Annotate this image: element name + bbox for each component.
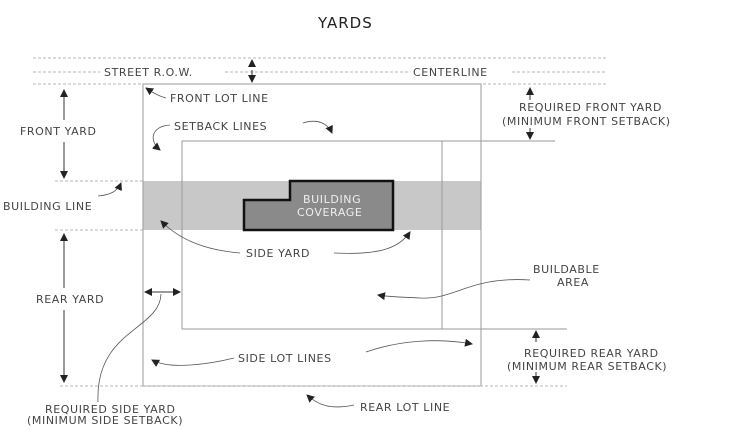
rear-yard-label: REAR YARD: [36, 293, 104, 306]
side-yard-leader: [160, 220, 241, 254]
coverage-label: COVERAGE: [297, 206, 362, 219]
diagram-title: YARDS: [317, 14, 373, 32]
minimum-rear-setback-label: (MINIMUM REAR SETBACK): [507, 360, 667, 373]
building-footprint: [242, 179, 395, 232]
setback-lines: [181, 140, 443, 330]
minimum-front-setback-label: (MINIMUM FRONT SETBACK): [502, 115, 671, 128]
front-lot-line-leader: [145, 87, 167, 99]
required-side-yard-label: REQUIRED SIDE YARD: [45, 403, 176, 416]
front-yard-label: FRONT YARD: [20, 125, 97, 138]
building-line-leader: [97, 182, 122, 197]
setback-leader: [152, 124, 171, 151]
side-yard-leader: [97, 293, 162, 403]
side-yard-label: SIDE YARD: [246, 247, 310, 260]
setback-leader: [302, 120, 333, 134]
side-lot-leader: [151, 357, 235, 367]
required-rear-yard-label: REQUIRED REAR YARD: [524, 347, 659, 360]
rear-lot-line-leader: [306, 394, 355, 408]
centerline-label: CENTERLINE: [413, 66, 488, 79]
front-lot-line-label: FRONT LOT LINE: [170, 92, 269, 105]
side-lot-lines-label: SIDE LOT LINES: [238, 352, 332, 365]
rear-lot-line-label: REAR LOT LINE: [360, 401, 450, 414]
street-row-label: STREET R.O.W.: [104, 66, 193, 79]
building-label: BUILDING: [303, 193, 361, 206]
required-front-yard-label: REQUIRED FRONT YARD: [519, 101, 662, 114]
minimum-side-setback-label: (MINIMUM SIDE SETBACK): [27, 414, 183, 427]
buildable-area-leader: [377, 279, 531, 301]
building-line-label: BUILDING LINE: [3, 200, 92, 213]
setback-lines-label: SETBACK LINES: [174, 120, 267, 133]
side-yard-leader: [333, 231, 411, 254]
area-label: AREA: [557, 276, 589, 289]
side-lot-leader: [365, 338, 473, 353]
buildable-label: BUILDABLE: [533, 263, 600, 276]
